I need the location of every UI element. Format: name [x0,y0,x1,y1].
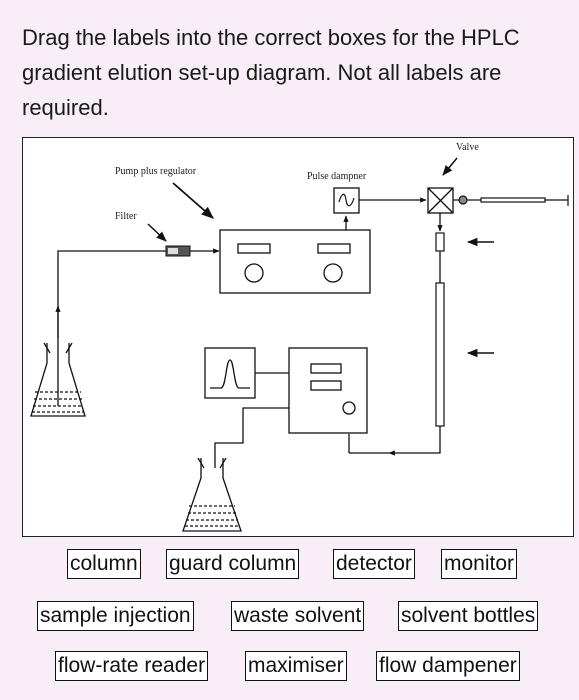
pulse-dampener-label: Pulse dampner [307,171,367,182]
question-text: Drag the labels into the correct boxes f… [22,25,520,120]
column-outlet-line [388,426,441,456]
waste-flask [182,457,242,532]
label-chip-maximiser[interactable]: maximiser [245,651,347,681]
label-chip-solvent-bottles[interactable]: solvent bottles [398,601,539,631]
pulse-wave-icon [338,193,355,207]
column-shape [435,282,445,427]
valve-label: Valve [456,142,479,153]
label-chip-column[interactable]: column [67,549,141,579]
label-chip-monitor[interactable]: monitor [441,549,518,579]
pump-pointer-arrow [172,182,214,219]
filter-pointer-arrow [147,223,167,242]
hplc-diagram: Valve Pump plus regulator Pulse dampner … [22,137,574,537]
waste-line [214,407,289,468]
label-chip-waste-solvent[interactable]: waste solvent [231,601,365,631]
valve-symbol [427,187,454,214]
hplc-diagram-drawing [30,157,569,532]
label-chip-guard-column[interactable]: guard column [166,549,300,579]
label-chip-flow-rate-reader[interactable]: flow-rate reader [55,651,209,681]
monitor-unit [204,347,289,399]
label-chip-flow-dampener[interactable]: flow dampener [376,651,520,681]
detector-unit [288,347,368,434]
pump-label: Pump plus regulator [115,166,197,177]
pump-unit [219,229,371,294]
label-chip-sample-injection[interactable]: sample injection [37,601,194,631]
inlet-tube [57,250,166,406]
syringe-injector [453,195,569,206]
guard-column-shape [435,232,445,252]
valve-pointer-arrow [442,157,458,176]
filter-label: Filter [115,211,137,222]
label-chip-detector[interactable]: detector [333,549,415,579]
